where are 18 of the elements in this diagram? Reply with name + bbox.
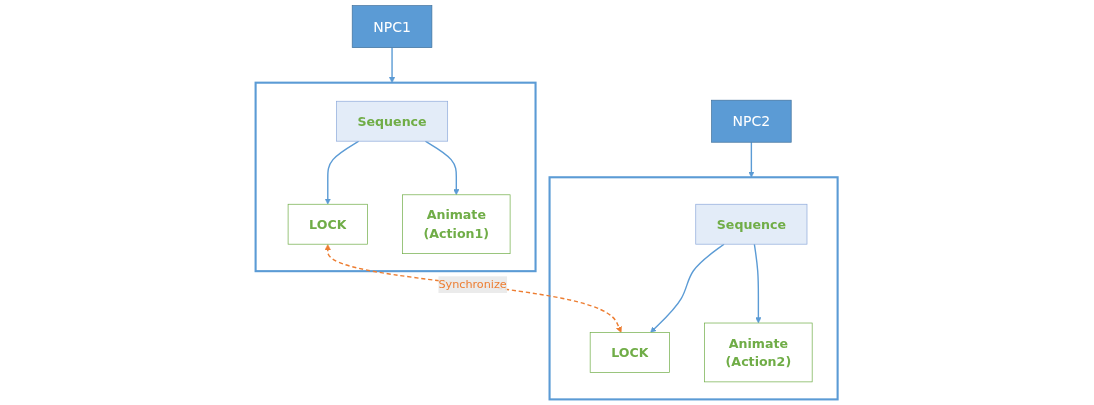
arrow <box>325 140 360 205</box>
node-box: NPC1 <box>352 5 433 48</box>
arrow <box>389 46 396 83</box>
arrow <box>425 140 460 196</box>
edge-label: Synchronize <box>438 277 508 291</box>
node-box: LOCK <box>590 332 671 373</box>
arrow <box>754 243 762 324</box>
node-box: Sequence <box>695 203 808 245</box>
arrow <box>650 243 726 333</box>
node-box: Sequence <box>336 100 449 142</box>
node-box: Animate (Action1) <box>402 194 511 254</box>
node-box: LOCK <box>288 203 369 245</box>
cluster <box>548 176 840 401</box>
node-box: Animate (Action2) <box>704 322 813 383</box>
arrow <box>748 141 755 178</box>
node-box: NPC2 <box>711 99 792 143</box>
cluster <box>254 81 537 273</box>
arrow <box>325 244 623 333</box>
